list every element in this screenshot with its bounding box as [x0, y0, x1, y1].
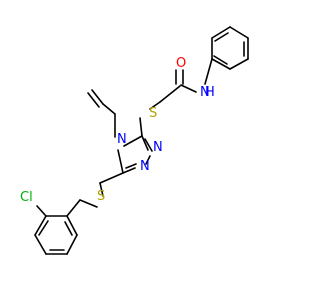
allyl-double-bond [87, 92, 100, 108]
phenyl-inner-double-3 [214, 32, 229, 42]
carbonyl-ch2-bond [159, 85, 181, 103]
sulfur-triazole-bond [139, 117, 143, 137]
phenyl-top-bond-1 [229, 26, 249, 39]
triazole-inner-double-2 [144, 138, 153, 152]
phenyl-bottom-bond-1 [229, 58, 249, 70]
nh-phenyl-bond [204, 58, 213, 85]
ch2-sulfur-bond [149, 101, 161, 110]
triazole-n1-label: N [140, 159, 150, 174]
amide-nitrogen-label: N [200, 85, 210, 100]
thioether-sulfur-label: S [149, 106, 157, 121]
bond-layer [34, 26, 249, 255]
chlorophenyl-right-bond-1 [66, 234, 78, 255]
chlorophenyl-left-bond-1 [34, 215, 47, 236]
triazole-c5-n1-bond [122, 167, 136, 174]
oxygen-atom-label: O [176, 56, 186, 71]
phenyl-bottom-bond-2 [211, 58, 231, 70]
triazole-c3-n4-bond [123, 135, 143, 147]
triazole-n2-c3-bond [141, 135, 149, 151]
benzyl-ch2-ring-bond [66, 199, 81, 217]
benzyl-sulfur-label: S [97, 189, 105, 204]
amide-c-n-bond [180, 84, 197, 93]
chlorophenyl-left-bond-2 [34, 234, 47, 255]
phenyl-inner-double-2 [213, 55, 228, 65]
allyl-ch-ch2-single [91, 89, 104, 105]
chlorophenyl-inner-double-1 [38, 220, 49, 236]
triazole-n4-label: N [117, 132, 127, 147]
chlorophenyl-right-bond-2 [66, 215, 78, 236]
triazole-n1-n2-bond [145, 155, 151, 165]
ch2-sulfur-benzyl-bond [99, 182, 104, 197]
chlorine-atom-label: Cl [20, 190, 33, 205]
chlorine-bond [36, 205, 47, 217]
phenyl-top-bond-2 [211, 26, 231, 39]
chlorophenyl-inner-double-3 [64, 221, 73, 236]
allyl-ch2-ch-bond [102, 103, 116, 115]
triazole-inner-double-1 [125, 163, 137, 169]
triazole-n4-c5-bond [117, 149, 124, 174]
triazole-ch2-bond [99, 172, 124, 184]
amide-hydrogen-label: H [205, 85, 215, 100]
triazole-n2-label: N [153, 140, 163, 155]
sulfur-benzyl-ch2-bond [79, 199, 98, 208]
